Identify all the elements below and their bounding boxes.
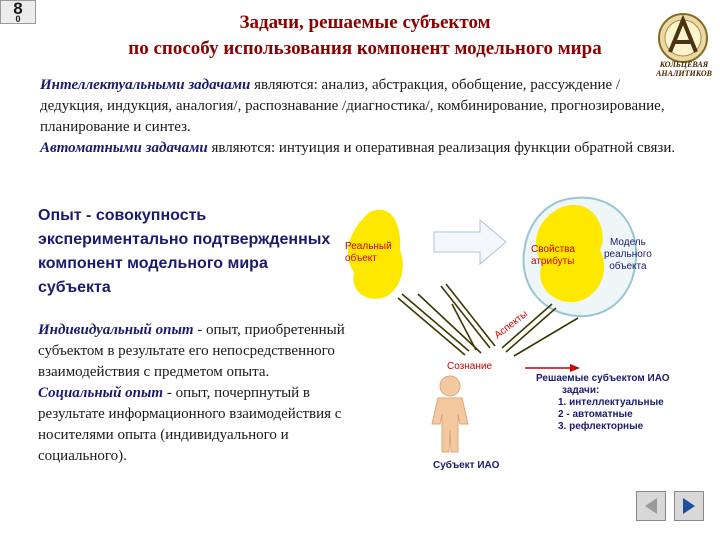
arrow-left-icon: [645, 498, 657, 514]
next-slide-button[interactable]: [674, 491, 704, 521]
logo: [658, 13, 708, 63]
intro-paragraph: Интеллектуальными задачами являются: ана…: [40, 75, 680, 159]
previous-slide-button[interactable]: [636, 491, 666, 521]
social-text: - опыт, почерпнутый в результате информа…: [38, 385, 342, 464]
task-item: 2 - автоматные: [558, 409, 633, 420]
experience-types: Индивидуальный опыт - опыт, приобретенны…: [38, 320, 348, 467]
logo-text: КОЛЬЦЕВАЯ АНАЛИТИКОВ: [656, 60, 712, 78]
intellectual-text: являются: анализ, абстракция, обобщение,…: [40, 77, 665, 135]
task-item: 1. интеллектуальные: [558, 397, 664, 408]
title-line-1: Задачи, решаемые субъектом: [239, 12, 491, 33]
automatic-text: являются: интуиция и оперативная реализа…: [207, 140, 676, 156]
tasks-box: Решаемые субъектом ИАО задачи: 1. интелл…: [536, 373, 670, 432]
term-individual: Индивидуальный опыт: [38, 322, 194, 338]
experience-definition: Опыт - совокупность экспериментально под…: [38, 207, 331, 296]
consciousness-label: Сознание: [447, 361, 493, 372]
person-figure: [431, 375, 469, 453]
term-intellectual: Интеллектуальными задачами: [40, 77, 251, 93]
title-line-2: по способу использования компонент модел…: [128, 38, 602, 59]
real-object-blob: [347, 209, 403, 299]
individual-text: - опыт, приобретенный субъектом в резуль…: [38, 322, 345, 380]
experience-diagram: [347, 196, 638, 453]
model-blob: [536, 204, 605, 303]
slide-title: Задачи, решаемые субъектом по способу ис…: [60, 10, 670, 62]
term-social: Социальный опыт: [38, 385, 164, 401]
task-item: 3. рефлекторные: [558, 421, 644, 432]
transfer-arrow: [433, 218, 507, 266]
term-automatic: Автоматными задачами: [40, 140, 208, 156]
subject-label: Субъект ИАО: [433, 460, 500, 471]
arrow-right-icon: [683, 498, 695, 514]
